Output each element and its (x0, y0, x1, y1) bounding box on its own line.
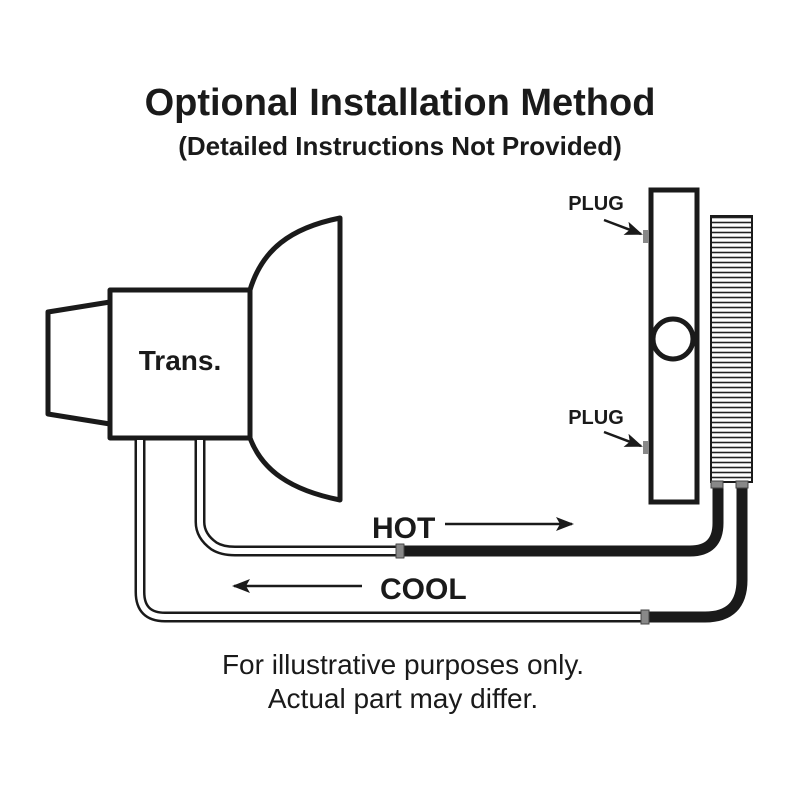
plug-top-label: PLUG (568, 193, 624, 215)
hot-line (194, 440, 724, 559)
cool-line (134, 440, 748, 625)
subtitle: (Detailed Instructions Not Provided) (178, 131, 622, 161)
bellhousing (247, 215, 343, 503)
cool-line-fitting (640, 609, 650, 625)
plug-bottom-label: PLUG (568, 407, 624, 429)
radiator-cap (650, 316, 696, 362)
plug-top (643, 230, 649, 243)
cooler-fitting-hot (710, 480, 724, 489)
cooler-fitting-cool (735, 480, 749, 489)
plug-bottom-arrow (603, 430, 643, 448)
transmission-box (107, 287, 253, 441)
transmission-cooler (710, 215, 753, 489)
tailshaft-housing (45, 299, 113, 427)
plug-bottom (643, 441, 649, 454)
transmission-label: Trans. (139, 345, 221, 376)
radiator (643, 187, 700, 505)
hot-line-fitting (395, 543, 405, 559)
plug-top-arrow (603, 218, 643, 236)
footer-line-1: For illustrative purposes only. (222, 649, 584, 680)
footer-line-2: Actual part may differ. (268, 683, 538, 714)
hot-label: HOT (372, 512, 435, 545)
cool-label: COOL (380, 573, 467, 606)
transmission-assembly (45, 215, 343, 503)
title: Optional Installation Method (145, 82, 656, 124)
